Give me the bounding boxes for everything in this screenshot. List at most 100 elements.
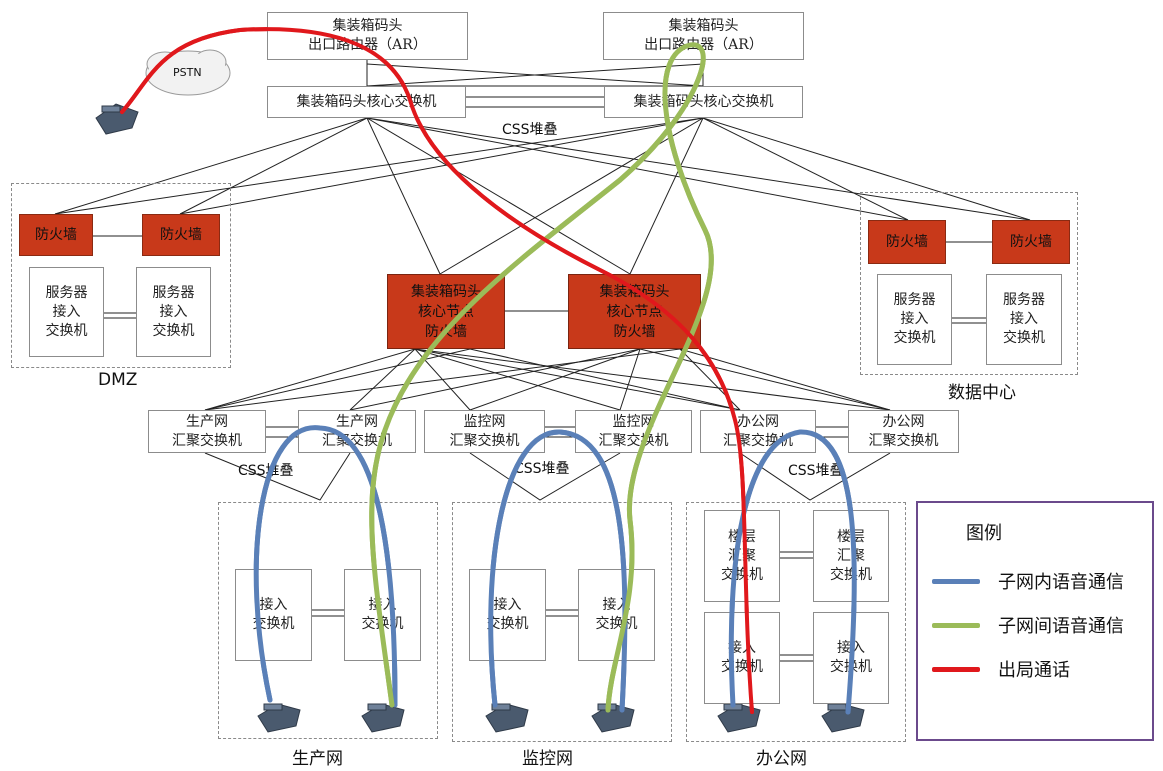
- office-access-switch-left: 接入 交换机: [704, 612, 780, 704]
- legend-item-outbound: 出局通话: [932, 657, 1070, 681]
- access-line1: 接入: [728, 640, 756, 656]
- agg-line2: 汇聚交换机: [868, 432, 939, 449]
- office-label: 办公网: [756, 749, 807, 769]
- access-line2: 交换机: [361, 616, 404, 632]
- floor-line1: 楼层: [728, 528, 756, 545]
- server-switch-line2: 接入: [159, 303, 188, 320]
- css-stack-label-production: CSS堆叠: [238, 463, 294, 479]
- production-agg-switch-left: 生产网 汇聚交换机: [148, 410, 266, 453]
- ar-router-right: 集装箱码头 出口路由器（AR）: [603, 12, 804, 60]
- dmz-firewall-left: 防火墙: [19, 214, 93, 256]
- production-agg-switch-right: 生产网 汇聚交换机: [298, 410, 416, 453]
- firewall-label: 防火墙: [160, 226, 202, 243]
- firewall-label: 防火墙: [886, 233, 928, 250]
- datacenter-label: 数据中心: [948, 383, 1016, 403]
- core-firewall-line2: 核心节点: [418, 303, 474, 320]
- ar-router-left: 集装箱码头 出口路由器（AR）: [267, 12, 468, 60]
- core-firewall-line1: 集装箱码头: [411, 283, 481, 300]
- legend-item-inter: 子网间语音通信: [932, 613, 1124, 637]
- access-line2: 交换机: [486, 616, 529, 632]
- office-access-switch-right: 接入 交换机: [813, 612, 889, 704]
- office-agg-switch-right: 办公网 汇聚交换机: [848, 410, 959, 453]
- dmz-server-switch-left: 服务器 接入 交换机: [29, 267, 104, 357]
- legend-item-intra: 子网内语音通信: [932, 569, 1124, 593]
- access-line1: 接入: [368, 597, 397, 613]
- core-switch-left: 集装箱码头核心交换机: [267, 86, 466, 118]
- access-line1: 接入: [837, 640, 865, 656]
- agg-line1: 生产网: [186, 413, 228, 430]
- legend: 图例 子网内语音通信 子网间语音通信 出局通话: [916, 501, 1154, 741]
- floor-line3: 交换机: [721, 566, 763, 583]
- legend-label: 出局通话: [998, 660, 1070, 681]
- agg-line1: 监控网: [463, 413, 506, 430]
- core-firewall-line3: 防火墙: [613, 323, 656, 340]
- agg-line2: 汇聚交换机: [172, 432, 242, 449]
- ar-router-line2: 出口路由器（AR）: [308, 37, 427, 53]
- monitoring-access-switch-right: 接入 交换机: [578, 569, 655, 661]
- floor-line3: 交换机: [830, 566, 872, 583]
- access-line1: 接入: [493, 597, 522, 613]
- agg-line1: 办公网: [737, 413, 779, 430]
- legend-swatch: [932, 666, 980, 672]
- agg-line1: 监控网: [612, 413, 655, 430]
- server-switch-line3: 交换机: [1003, 330, 1045, 346]
- dc-firewall-left: 防火墙: [868, 220, 946, 264]
- production-label: 生产网: [292, 749, 343, 769]
- floor-line2: 汇聚: [837, 547, 865, 564]
- dc-server-switch-left: 服务器 接入 交换机: [877, 274, 952, 365]
- access-line1: 接入: [259, 597, 288, 613]
- office-floor-switch-right: 楼层 汇聚 交换机: [813, 510, 889, 602]
- server-switch-line3: 交换机: [152, 322, 195, 339]
- dc-firewall-right: 防火墙: [992, 220, 1070, 264]
- office-floor-switch-left: 楼层 汇聚 交换机: [704, 510, 780, 602]
- access-line2: 交换机: [595, 616, 638, 632]
- css-stack-label-core: CSS堆叠: [502, 122, 558, 138]
- access-line2: 交换机: [830, 659, 872, 675]
- office-agg-switch-left: 办公网 汇聚交换机: [700, 410, 816, 453]
- firewall-label: 防火墙: [1010, 233, 1052, 250]
- server-switch-line2: 接入: [1010, 311, 1038, 327]
- floor-line1: 楼层: [837, 528, 865, 545]
- dmz-firewall-right: 防火墙: [142, 214, 220, 256]
- core-firewall-line1: 集装箱码头: [599, 283, 670, 300]
- legend-title: 图例: [966, 523, 1002, 544]
- server-switch-line1: 服务器: [1003, 292, 1045, 308]
- server-switch-line2: 接入: [900, 311, 929, 327]
- server-switch-line2: 接入: [52, 303, 81, 320]
- access-line1: 接入: [602, 597, 631, 613]
- floor-line2: 汇聚: [728, 547, 756, 564]
- monitoring-agg-switch-right: 监控网 汇聚交换机: [575, 410, 692, 453]
- legend-label: 子网内语音通信: [998, 572, 1124, 593]
- core-switch-label: 集装箱码头核心交换机: [296, 93, 437, 110]
- server-switch-line1: 服务器: [893, 292, 936, 308]
- core-firewall-line3: 防火墙: [425, 323, 467, 340]
- legend-label: 子网间语音通信: [998, 616, 1124, 637]
- agg-line2: 汇聚交换机: [322, 432, 392, 449]
- access-line2: 交换机: [252, 616, 295, 632]
- server-switch-line1: 服务器: [45, 284, 88, 301]
- firewall-label: 防火墙: [35, 226, 77, 243]
- access-line2: 交换机: [721, 659, 763, 675]
- core-switch-label: 集装箱码头核心交换机: [633, 93, 774, 110]
- agg-line1: 办公网: [882, 413, 925, 430]
- core-firewall-right: 集装箱码头 核心节点 防火墙: [568, 274, 701, 349]
- agg-line2: 汇聚交换机: [449, 432, 520, 449]
- core-switch-right: 集装箱码头核心交换机: [604, 86, 803, 118]
- pstn-label: PSTN: [173, 66, 202, 79]
- agg-line2: 汇聚交换机: [723, 432, 793, 449]
- ar-router-line1: 集装箱码头: [332, 18, 403, 34]
- css-stack-label-office: CSS堆叠: [788, 463, 844, 479]
- monitoring-agg-switch-left: 监控网 汇聚交换机: [424, 410, 545, 453]
- dc-server-switch-right: 服务器 接入 交换机: [986, 274, 1062, 365]
- monitoring-access-switch-left: 接入 交换机: [469, 569, 546, 661]
- css-stack-label-monitoring: CSS堆叠: [514, 461, 570, 477]
- ar-router-line2: 出口路由器（AR）: [644, 37, 763, 53]
- core-firewall-left: 集装箱码头 核心节点 防火墙: [387, 274, 505, 349]
- phone-icon: [95, 103, 139, 135]
- agg-line2: 汇聚交换机: [598, 432, 669, 449]
- dmz-label: DMZ: [98, 370, 138, 390]
- legend-swatch: [932, 578, 980, 584]
- production-access-switch-right: 接入 交换机: [344, 569, 421, 661]
- dmz-server-switch-right: 服务器 接入 交换机: [136, 267, 211, 357]
- datacenter-zone: [860, 192, 1078, 375]
